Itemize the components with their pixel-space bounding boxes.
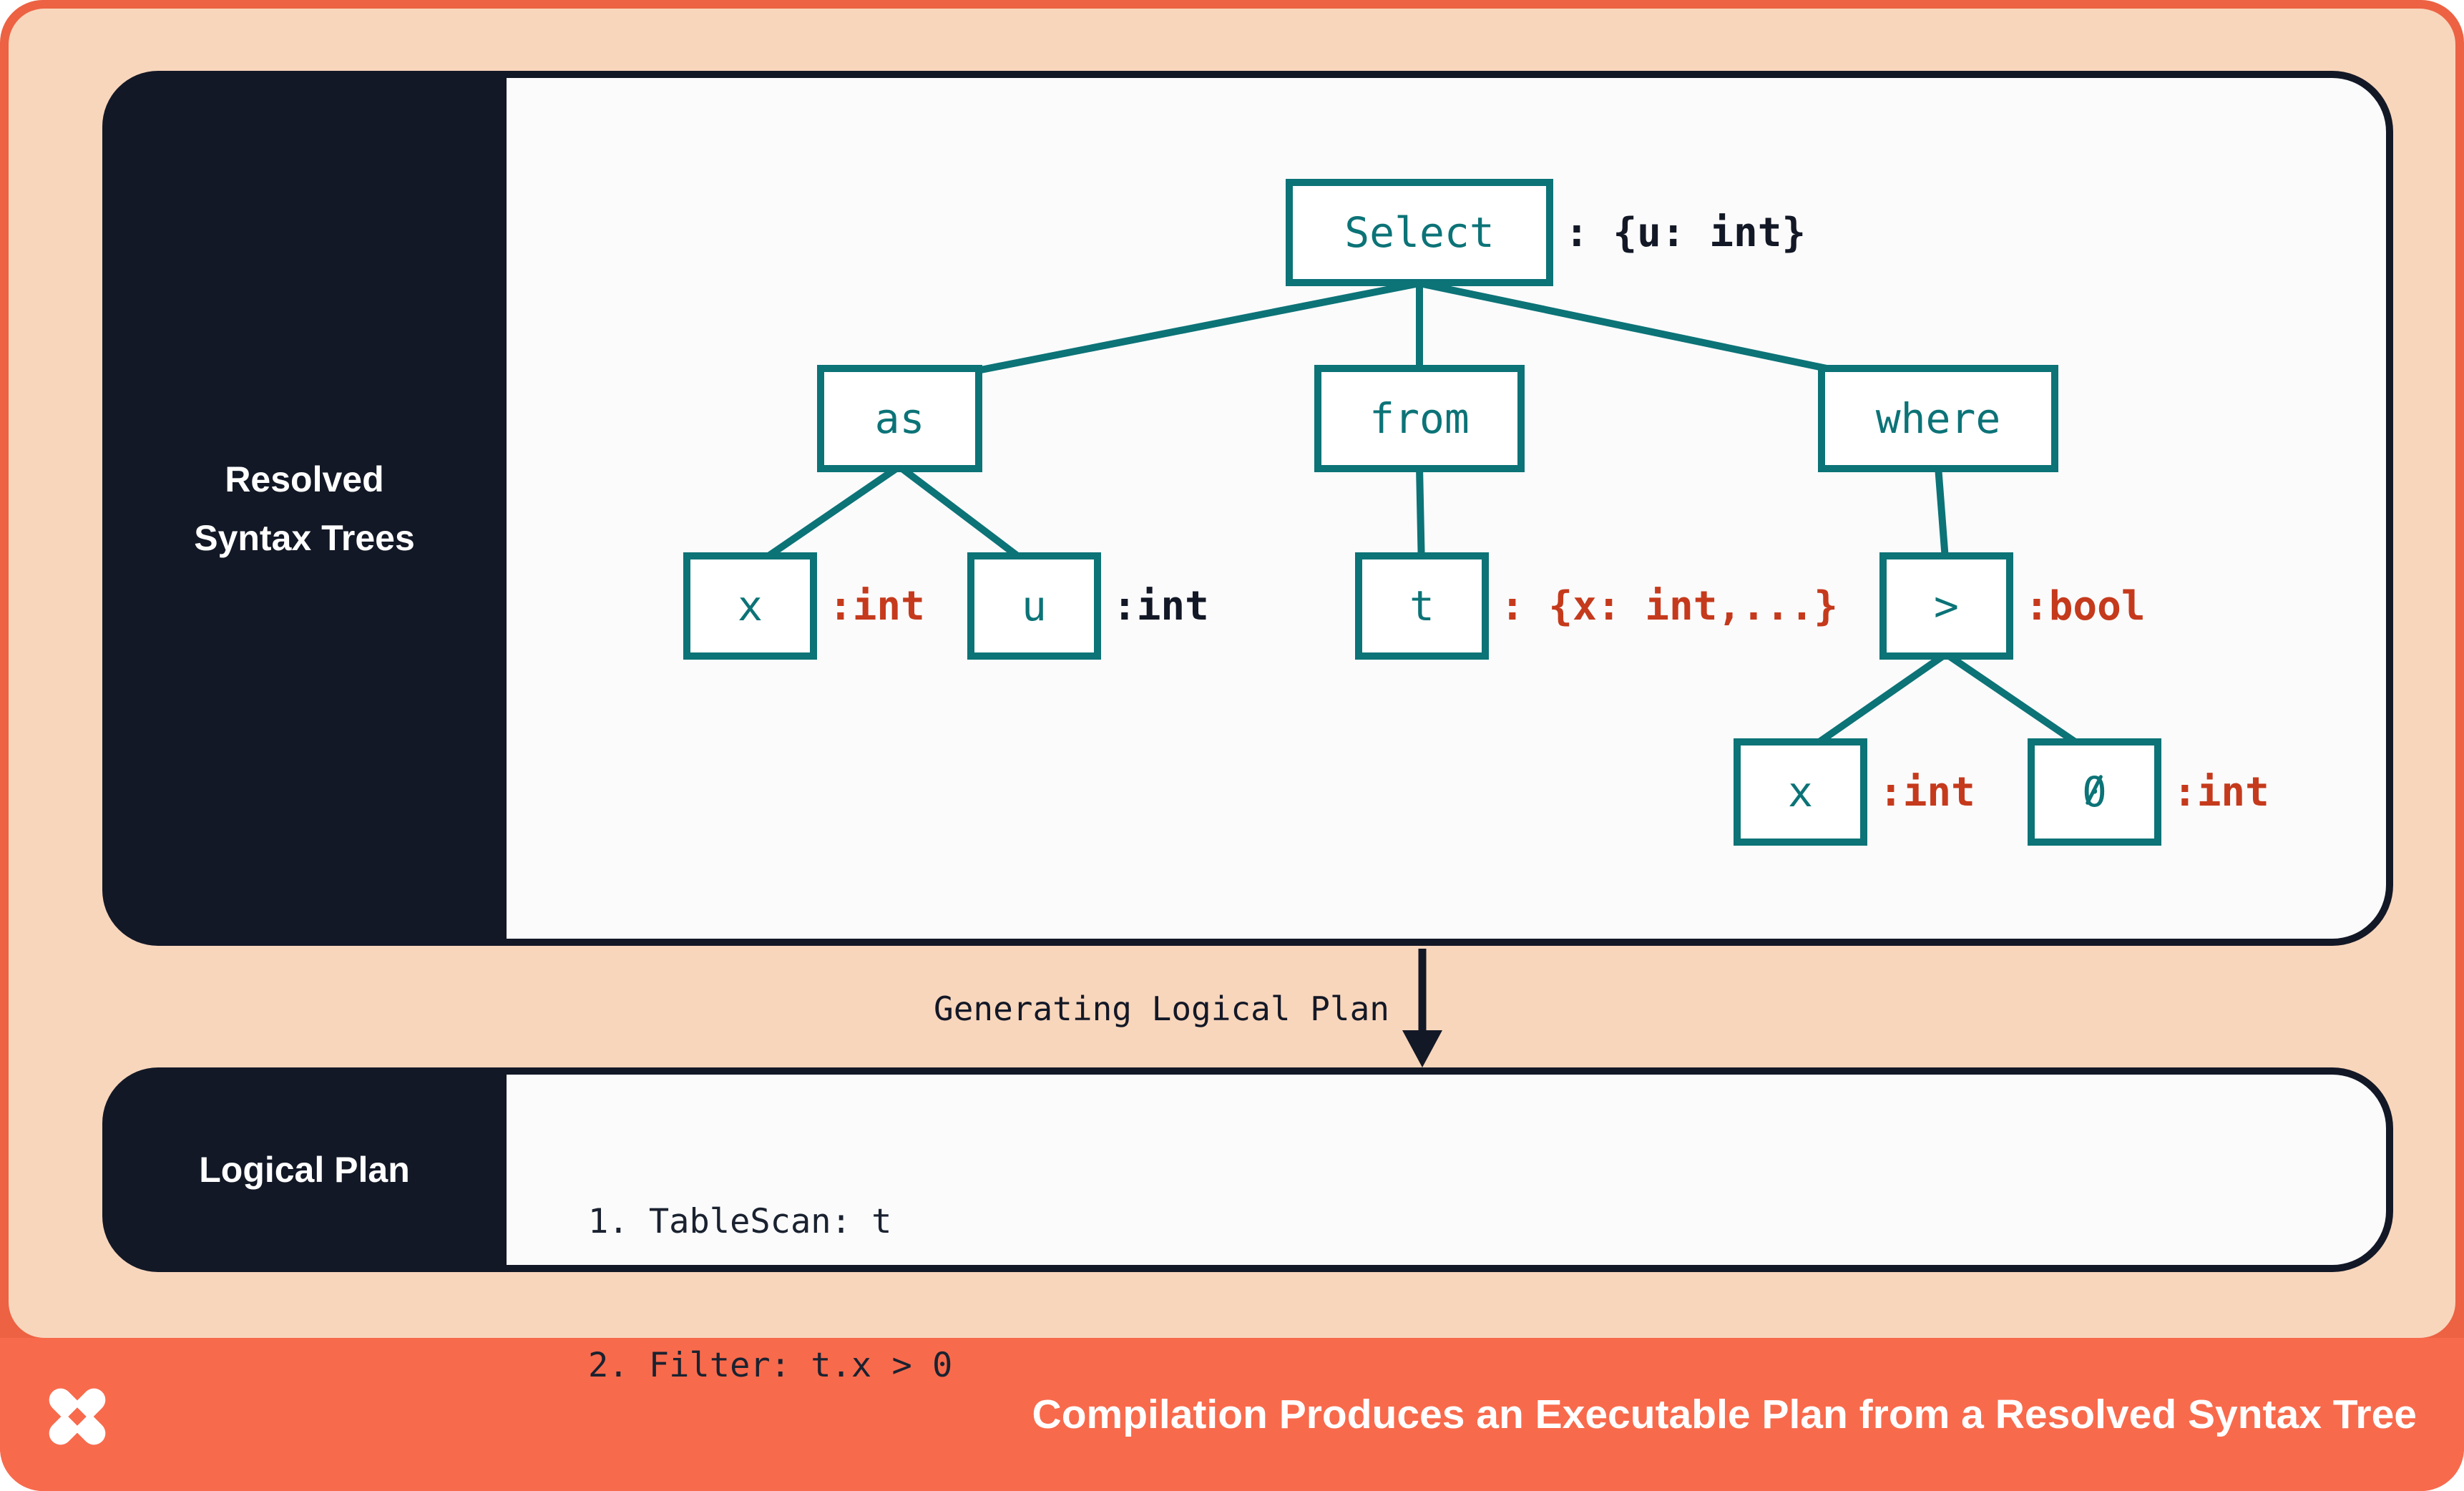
annotation-u-alias-type: :int xyxy=(1113,582,1209,630)
rst-side-label-text: Resolved Syntax Trees xyxy=(194,450,415,567)
node-t-table-label: t xyxy=(1409,582,1434,630)
footer-bar xyxy=(0,1338,2464,1491)
annotation-x-operand-type: :int xyxy=(1879,768,1975,816)
plan-side-label: Logical Plan xyxy=(102,1067,507,1272)
annotation-greater-than-type: :bool xyxy=(2025,582,2146,630)
node-as-label: as xyxy=(874,394,925,443)
node-x-operand: x xyxy=(1734,738,1867,846)
annotation-x-alias-type: :int xyxy=(828,582,925,630)
rst-side-label: Resolved Syntax Trees xyxy=(102,71,507,946)
node-greater-than: > xyxy=(1879,552,2013,660)
plan-step-1: 1. TableScan: t xyxy=(588,1202,892,1241)
node-greater-than-label: > xyxy=(1934,582,1959,630)
node-select-label: Select xyxy=(1344,208,1495,257)
rst-label-line1: Resolved xyxy=(225,459,384,499)
node-x-alias-label: x xyxy=(738,582,763,630)
annotation-zero-operand-type: :int xyxy=(2173,768,2269,816)
node-u-alias-label: u xyxy=(1022,582,1047,630)
node-zero-operand: 0 xyxy=(2028,738,2161,846)
node-zero-operand-label: 0 xyxy=(2082,768,2107,816)
node-select: Select xyxy=(1286,179,1553,286)
annotation-t-table-type: : {x: int,...} xyxy=(1500,582,1839,630)
node-where: where xyxy=(1818,365,2058,472)
annotation-select-type: : {u: int} xyxy=(1565,209,1807,256)
node-u-alias: u xyxy=(967,552,1101,660)
footer-caption: Compilation Produces an Executable Plan … xyxy=(1032,1392,2417,1437)
node-t-table: t xyxy=(1355,552,1489,660)
rst-label-line2: Syntax Trees xyxy=(194,517,415,558)
plan-step-2: 2. Filter: t.x > 0 xyxy=(588,1346,953,1385)
node-as: as xyxy=(817,365,982,472)
brand-x-logo-icon xyxy=(49,1388,106,1445)
transition-label: Generating Logical Plan xyxy=(934,989,1389,1028)
node-x-operand-label: x xyxy=(1788,768,1813,816)
node-where-label: where xyxy=(1875,394,2001,443)
plan-step-3: 3. Projection: t.x as u xyxy=(588,1485,1054,1491)
plan-label-text: Logical Plan xyxy=(199,1150,410,1190)
node-from-label: from xyxy=(1369,394,1470,443)
logical-plan-steps: 1. TableScan: t 2. Filter: t.x > 0 3. Pr… xyxy=(588,1102,1054,1491)
node-x-alias: x xyxy=(683,552,817,660)
node-from: from xyxy=(1314,365,1525,472)
